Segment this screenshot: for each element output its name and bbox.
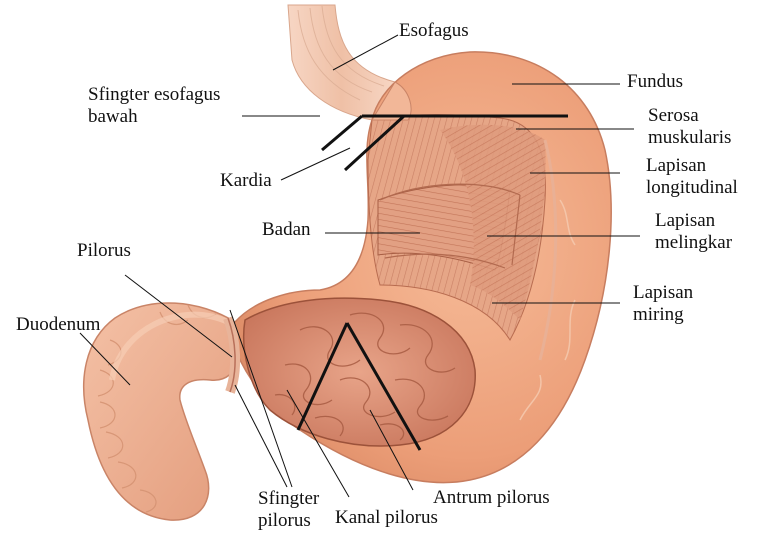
label-melingkar-line2: melingkar — [655, 232, 732, 254]
label-serosa-line1: Serosa — [648, 105, 731, 127]
label-sfingter-pilorus-line2: pilorus — [258, 510, 319, 532]
label-sfingter-pilorus-line1: Sfingter — [258, 488, 319, 510]
label-duodenum: Duodenum — [16, 314, 100, 336]
label-longitudinal-line1: Lapisan — [646, 155, 738, 177]
label-kardia: Kardia — [220, 170, 272, 192]
label-lapisan-miring: Lapisan miring — [633, 282, 693, 326]
label-sfingter-pilorus: Sfingter pilorus — [258, 488, 319, 532]
cardia-divider-left — [322, 116, 362, 150]
label-sfingter-esofagus-bawah-line2: bawah — [88, 106, 220, 128]
duodenum-shape — [84, 303, 240, 520]
label-serosa-muskularis: Serosa muskularis — [648, 105, 731, 149]
label-pilorus: Pilorus — [77, 240, 131, 262]
label-melingkar-line1: Lapisan — [655, 210, 732, 232]
label-kanal-pilorus: Kanal pilorus — [335, 507, 438, 529]
label-serosa-line2: muskularis — [648, 127, 731, 149]
label-fundus: Fundus — [627, 71, 683, 93]
label-lapisan-longitudinal: Lapisan longitudinal — [646, 155, 738, 199]
label-lapisan-melingkar: Lapisan melingkar — [655, 210, 732, 254]
label-longitudinal-line2: longitudinal — [646, 177, 738, 199]
label-miring-line2: miring — [633, 304, 693, 326]
label-badan: Badan — [262, 219, 311, 241]
label-sfingter-esofagus-bawah: Sfingter esofagus bawah — [88, 84, 220, 128]
label-miring-line1: Lapisan — [633, 282, 693, 304]
label-esofagus: Esofagus — [399, 20, 469, 42]
label-sfingter-esofagus-bawah-line1: Sfingter esofagus — [88, 84, 220, 106]
label-antrum-pilorus: Antrum pilorus — [433, 487, 550, 509]
